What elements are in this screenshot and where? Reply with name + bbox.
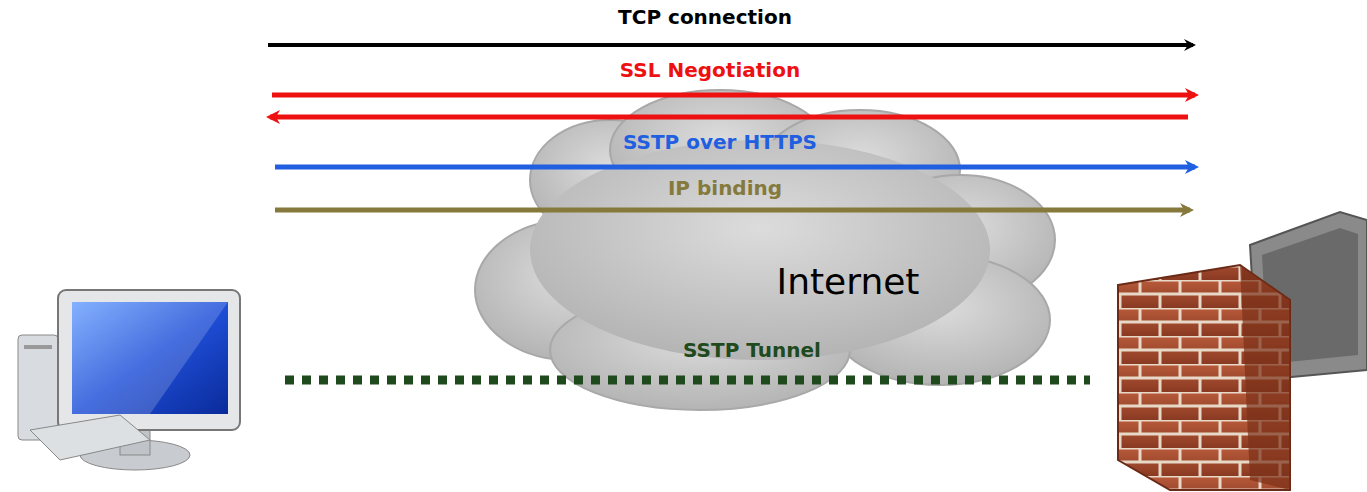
ip-binding-arrow: [275, 208, 1190, 213]
cloud-label: Internet: [777, 261, 920, 302]
arrow-label: IP binding: [668, 177, 782, 200]
tunnel-line: [285, 376, 1090, 385]
ssl-arrow: [270, 115, 1188, 120]
firewall-icon: [1118, 265, 1290, 490]
arrow-label: SSL Negotiation: [620, 59, 800, 82]
computer-icon: [18, 290, 240, 470]
arrow-label: TCP connection: [618, 6, 792, 29]
sstp-arrow: [275, 165, 1195, 170]
internet-cloud: [475, 90, 1055, 410]
arrow-label: SSTP over HTTPS: [623, 131, 817, 154]
ssl-arrow: [272, 93, 1195, 98]
tunnel-label: SSTP Tunnel: [683, 339, 821, 362]
tcp-arrow: [268, 43, 1193, 47]
